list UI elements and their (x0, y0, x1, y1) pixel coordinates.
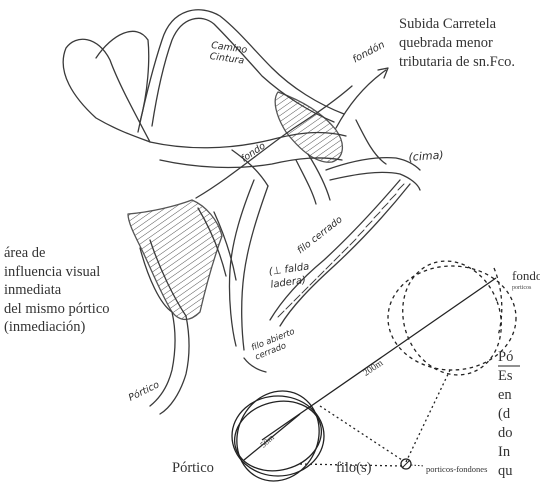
road-upper-outer (63, 39, 150, 142)
annotation-top-line-2: quebrada menor (399, 34, 515, 53)
annotation-left-line-1: área de (4, 244, 110, 263)
hand-label-cima: (cima) (408, 148, 444, 166)
annotation-top-line-3: tributaria de sn.Fco. (399, 53, 515, 72)
dotted-line-to-node-b (406, 370, 450, 462)
diagram-label-portico: Pórtico (172, 460, 214, 476)
annotation-left-line-4: del mismo pórtico (4, 300, 110, 319)
channel-down-b (242, 186, 268, 350)
annotation-left-line-3: inmediata (4, 281, 110, 300)
node-leader (411, 465, 424, 466)
annotation-left: área de influencia visual inmediata del … (4, 244, 110, 337)
portico-ellipse-b (222, 377, 333, 494)
hatched-area-left (128, 200, 222, 320)
right-fragment-6: In (498, 443, 513, 462)
right-fragment-1: Pó (498, 348, 513, 367)
annotation-left-line-2: influencia visual (4, 263, 110, 282)
slope-band-upper (270, 180, 400, 320)
annotation-left-line-5: (inmediación) (4, 318, 110, 337)
portico-ellipse-c (227, 392, 330, 480)
fondo-ellipse-dashed-a (388, 266, 516, 370)
right-fragment-4: (d (498, 405, 513, 424)
road-upper-loop-c (96, 31, 149, 122)
annotation-right-fragments: Pó Es en (d do In qu (498, 348, 513, 481)
diagram-label-filos: filo(s) (336, 460, 371, 476)
diagram-label-porticos-small: porticos (512, 280, 531, 296)
annotation-top-right: Subida Carretela quebrada menor tributar… (399, 15, 515, 72)
right-fragment-5: do (498, 424, 513, 443)
right-fragment-2: Es (498, 367, 513, 386)
diagram-label-node: porticos-fondones (426, 461, 487, 477)
annotation-top-line-1: Subida Carretela (399, 15, 515, 34)
right-fragment-7: qu (498, 462, 513, 481)
dotted-line-to-node-c (320, 406, 402, 460)
fondon-arrow (336, 70, 386, 128)
right-fragment-3: en (498, 386, 513, 405)
